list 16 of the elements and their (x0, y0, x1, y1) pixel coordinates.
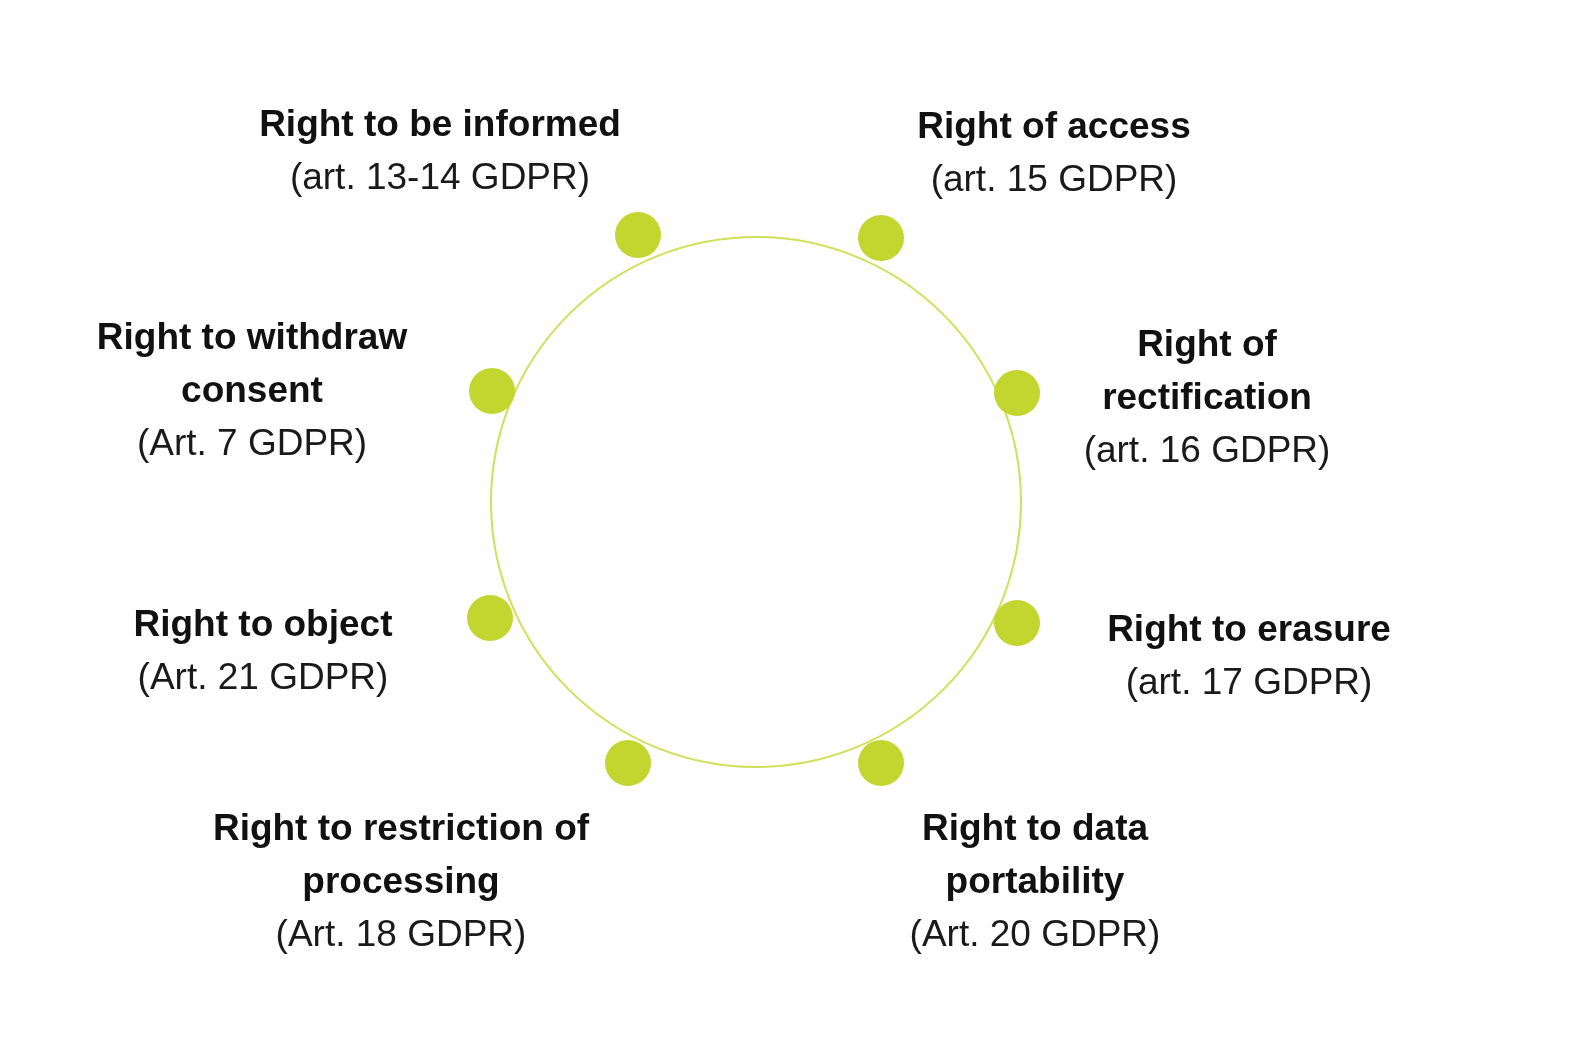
article-reference: (Art. 21 GDPR) (137, 655, 389, 699)
right-heading: Right to restriction of processing (211, 806, 591, 903)
article-reference: (art. 13-14 GDPR) (289, 155, 591, 199)
right-heading: Right to data portability (920, 806, 1150, 903)
article-reference: (art. 16 GDPR) (1083, 428, 1331, 472)
article-reference: (Art. 20 GDPR) (909, 912, 1161, 956)
article-reference: (art. 17 GDPR) (1125, 660, 1373, 704)
article-reference: (Art. 7 GDPR) (136, 421, 368, 465)
article-reference: (art. 15 GDPR) (930, 157, 1178, 201)
right-heading: Right to withdraw consent (95, 315, 409, 412)
right-heading: Right of access (917, 104, 1191, 148)
right-heading: Right to erasure (1107, 607, 1391, 651)
right-heading: Right to be informed (259, 102, 621, 146)
right-heading: Right of rectification (1101, 322, 1313, 419)
article-reference: (Art. 18 GDPR) (275, 912, 527, 956)
right-heading: Right to object (133, 602, 393, 646)
